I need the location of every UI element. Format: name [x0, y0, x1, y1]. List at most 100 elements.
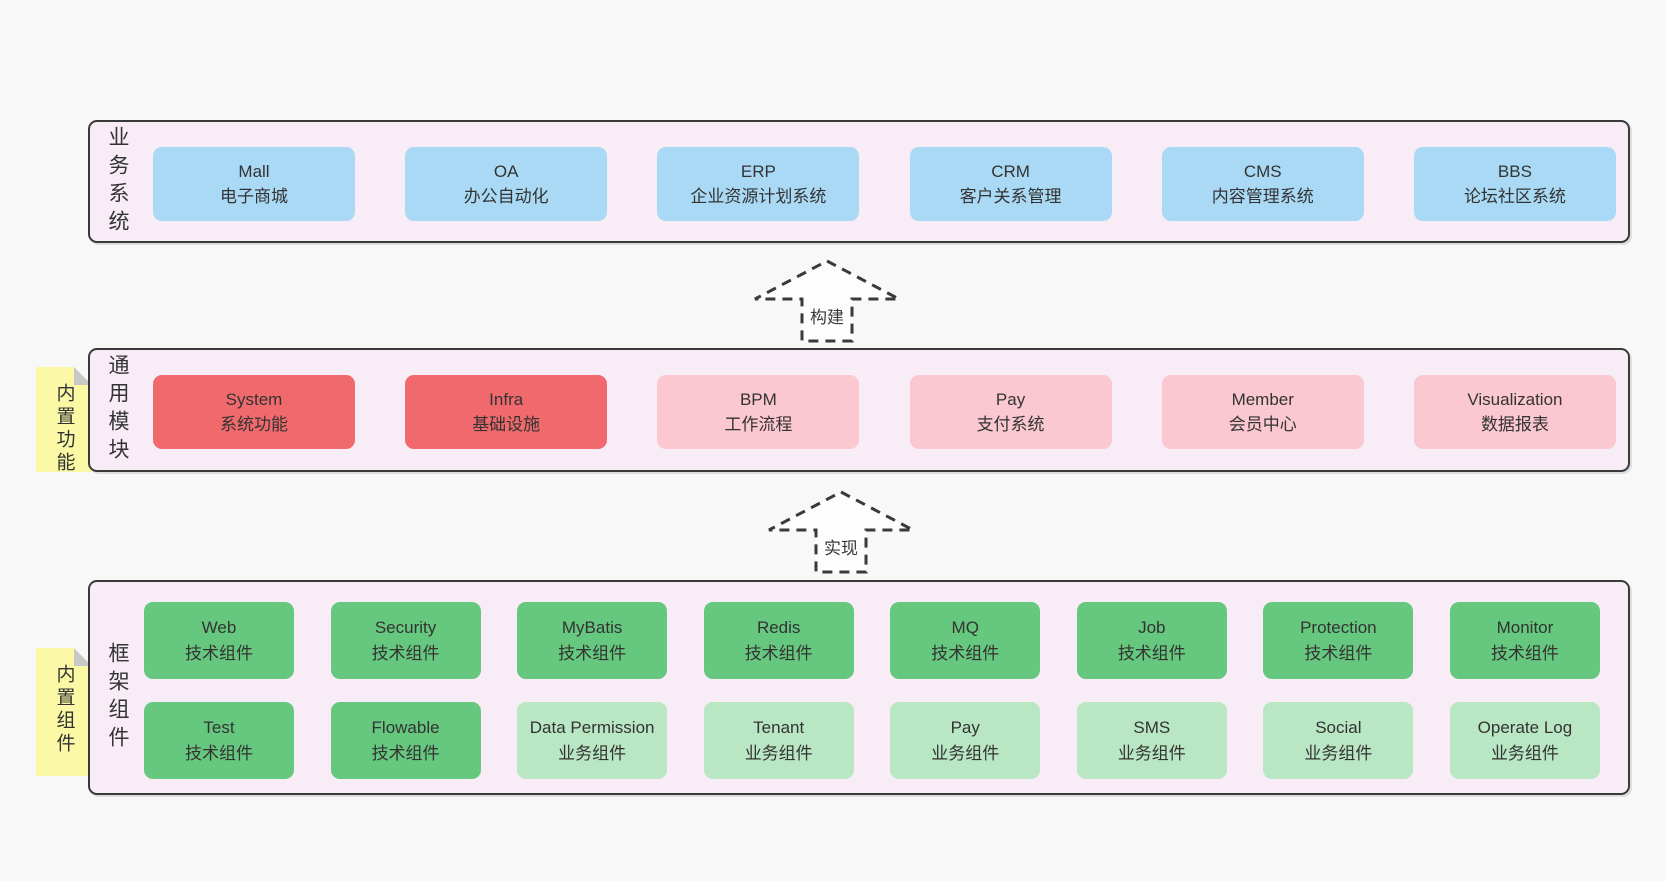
box-data-permission: Data Permission 业务组件	[517, 702, 668, 779]
box-subtitle: 技术组件	[185, 743, 253, 763]
layer-label-modules: 通用模块	[106, 354, 129, 466]
sticky-note-built-in-components: 内置组件	[36, 648, 92, 776]
box-subtitle: 工作流程	[724, 415, 793, 434]
box-title: Web	[201, 618, 237, 637]
box-infra: Infra 基础设施	[405, 375, 608, 449]
box-title: Pay	[950, 718, 980, 737]
box-subtitle: 业务组件	[744, 743, 813, 763]
layer-business-systems: 业务系统 Mall 电子商城 OA 办公自动化 ERP 企业资源计划系统 CRM…	[88, 120, 1630, 243]
box-title: SMS	[1133, 718, 1171, 737]
box-subtitle: 电子商城	[220, 187, 288, 206]
box-test: Test 技术组件	[144, 702, 294, 779]
sticky-note-text: 内置组件	[53, 664, 75, 756]
box-subtitle: 系统功能	[220, 415, 288, 434]
components-row-2: Test 技术组件 Flowable 技术组件 Data Permission …	[144, 702, 1600, 779]
arrow-build: 构建	[752, 258, 902, 344]
box-subtitle: 技术组件	[1304, 643, 1373, 663]
box-title: Member	[1231, 389, 1294, 409]
box-title: MyBatis	[561, 618, 623, 637]
box-title: Test	[203, 718, 235, 737]
box-title: BBS	[1497, 161, 1532, 181]
box-subtitle: 技术组件	[371, 643, 440, 663]
layer-label-business: 业务系统	[106, 125, 129, 238]
arrow-implement: 实现	[766, 489, 916, 575]
box-title: Job	[1138, 618, 1166, 637]
sticky-note-text: 内置功能	[53, 383, 75, 475]
box-title: Social	[1315, 718, 1362, 737]
box-subtitle: 业务组件	[1304, 743, 1373, 763]
box-job: Job 技术组件	[1076, 602, 1227, 679]
box-cms: CMS 内容管理系统	[1161, 147, 1364, 221]
box-subtitle: 技术组件	[931, 643, 1000, 663]
box-title: Monitor	[1496, 618, 1554, 637]
box-subtitle: 企业资源计划系统	[690, 187, 827, 206]
box-title: Tenant	[753, 718, 805, 737]
box-sms: SMS 业务组件	[1076, 702, 1227, 779]
box-web: Web 技术组件	[144, 602, 294, 679]
box-title: BPM	[739, 389, 777, 409]
modules-box-row: System 系统功能 Infra 基础设施 BPM 工作流程 Pay 支付系统…	[153, 375, 1616, 449]
box-title: Operate Log	[1477, 718, 1573, 737]
box-subtitle: 技术组件	[185, 643, 253, 663]
box-subtitle: 业务组件	[558, 743, 627, 763]
business-box-row: Mall 电子商城 OA 办公自动化 ERP 企业资源计划系统 CRM 客户关系…	[153, 147, 1616, 221]
box-pay-module: Pay 支付系统	[909, 375, 1112, 449]
layer-label-components: 框架组件	[106, 641, 129, 754]
components-row-1: Web 技术组件 Security 技术组件 MyBatis 技术组件 Redi…	[144, 602, 1600, 679]
box-subtitle: 业务组件	[1117, 743, 1186, 763]
box-subtitle: 业务组件	[931, 743, 1000, 763]
box-subtitle: 办公自动化	[463, 187, 549, 206]
box-subtitle: 业务组件	[1490, 743, 1559, 763]
box-subtitle: 基础设施	[472, 415, 541, 434]
box-visualization: Visualization 数据报表	[1413, 375, 1616, 449]
box-title: OA	[493, 161, 519, 181]
box-member: Member 会员中心	[1161, 375, 1364, 449]
box-title: Flowable	[371, 718, 440, 737]
sticky-note-built-in-features: 内置功能	[36, 367, 92, 472]
arrow-build-label: 构建	[810, 308, 844, 327]
box-mybatis: MyBatis 技术组件	[517, 602, 668, 679]
box-mq: MQ 技术组件	[890, 602, 1041, 679]
box-title: Mall	[238, 161, 270, 181]
box-title: System	[225, 389, 283, 409]
box-mall: Mall 电子商城	[153, 147, 355, 221]
box-social: Social 业务组件	[1263, 702, 1414, 779]
box-subtitle: 数据报表	[1480, 415, 1549, 434]
box-title: CMS	[1243, 161, 1282, 181]
layer-framework-components: 框架组件 Web 技术组件 Security 技术组件 MyBatis 技术组件…	[88, 580, 1630, 795]
block-arrow-up-icon	[768, 490, 914, 574]
box-subtitle: 技术组件	[1490, 643, 1559, 663]
box-title: Security	[374, 618, 437, 637]
box-subtitle: 技术组件	[371, 743, 440, 763]
box-title: ERP	[740, 161, 776, 181]
box-title: MQ	[951, 618, 979, 637]
block-arrow-up-icon	[754, 259, 900, 343]
box-protection: Protection 技术组件	[1263, 602, 1414, 679]
box-subtitle: 技术组件	[558, 643, 627, 663]
box-title: Redis	[756, 618, 801, 637]
box-subtitle: 客户关系管理	[959, 187, 1062, 206]
box-bbs: BBS 论坛社区系统	[1413, 147, 1616, 221]
box-monitor: Monitor 技术组件	[1449, 602, 1600, 679]
box-title: Infra	[489, 389, 524, 409]
arrow-implement-label: 实现	[824, 539, 858, 558]
box-flowable: Flowable 技术组件	[330, 702, 481, 779]
box-operate-log: Operate Log 业务组件	[1449, 702, 1600, 779]
box-subtitle: 内容管理系统	[1211, 187, 1314, 206]
box-oa: OA 办公自动化	[405, 147, 608, 221]
box-title: CRM	[991, 161, 1030, 181]
box-subtitle: 技术组件	[744, 643, 813, 663]
box-subtitle: 技术组件	[1117, 643, 1186, 663]
box-title: Pay	[995, 389, 1026, 409]
box-crm: CRM 客户关系管理	[909, 147, 1112, 221]
layer-common-modules: 通用模块 System 系统功能 Infra 基础设施 BPM 工作流程 Pay…	[88, 348, 1630, 472]
box-bpm: BPM 工作流程	[657, 375, 860, 449]
box-pay-component: Pay 业务组件	[890, 702, 1041, 779]
box-erp: ERP 企业资源计划系统	[657, 147, 860, 221]
box-title: Visualization	[1467, 389, 1563, 409]
box-redis: Redis 技术组件	[703, 602, 854, 679]
box-subtitle: 论坛社区系统	[1463, 187, 1566, 206]
box-tenant: Tenant 业务组件	[703, 702, 854, 779]
box-title: Protection	[1300, 618, 1377, 637]
